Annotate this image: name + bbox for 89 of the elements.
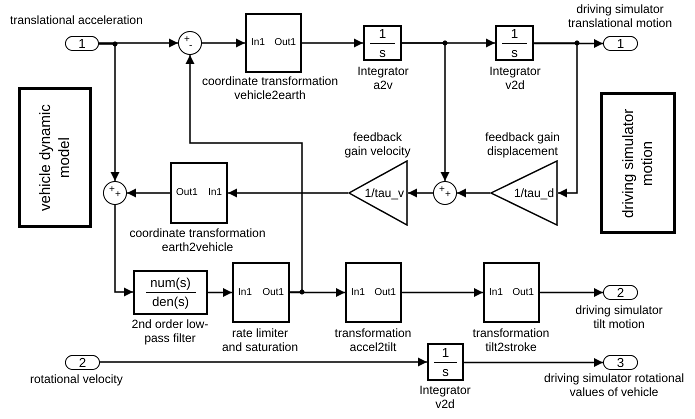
fraction-term: 1 <box>510 26 518 40</box>
sign-label: - <box>189 41 192 51</box>
annotation-text: vehicle dynamic model <box>36 103 74 213</box>
fraction-term: den(s) <box>152 295 189 309</box>
fraction-term: s <box>379 46 386 60</box>
fraction-term: 1 <box>442 346 450 360</box>
signal-arrow <box>202 38 245 48</box>
sign-label: + <box>184 35 190 45</box>
block-caption: transformation tilt2stroke <box>472 326 550 354</box>
port-label: Out1 <box>176 187 198 199</box>
signal-arrow <box>114 205 133 296</box>
signal-arrow <box>534 39 603 48</box>
block-caption: feedback gain velocity <box>343 130 412 158</box>
block-caption: coordinate transformation vehicle2earth <box>200 74 340 102</box>
gain-block <box>348 160 408 226</box>
fraction-term: s <box>442 364 449 378</box>
port-number: 1 <box>78 37 86 50</box>
signal-arrow <box>540 288 603 297</box>
signal-arrow <box>408 188 433 198</box>
sign-label: + <box>439 185 445 195</box>
port-block <box>65 355 100 370</box>
sign-label: + <box>109 185 115 195</box>
sign-label: + <box>445 190 451 200</box>
port-block <box>65 36 99 51</box>
transfer-block <box>133 270 208 315</box>
gain-value: 1/tau_d <box>514 186 554 200</box>
subsystem-block <box>345 262 402 323</box>
annotation-box <box>18 87 92 228</box>
sum-junction <box>178 31 202 55</box>
signal-arrow <box>99 43 120 181</box>
block-caption: Integrator a2v <box>356 64 410 92</box>
gain-value: 1/tau_v <box>364 186 404 200</box>
annotation-text: driving simulator motion <box>619 107 657 220</box>
port-label: In1 <box>208 187 222 199</box>
signal-arrow <box>99 38 178 48</box>
subsystem-block <box>170 162 228 224</box>
signal-arrow <box>402 288 483 297</box>
port-number: 1 <box>616 37 624 50</box>
port-block <box>603 285 638 300</box>
signal-arrow <box>228 188 348 198</box>
port-label: Out1 <box>274 37 296 49</box>
block-caption: rotational velocity <box>30 372 124 386</box>
signal-arrow <box>534 42 578 198</box>
transfer-block <box>363 25 402 61</box>
block-caption: Integrator v2d <box>488 64 542 92</box>
transfer-block <box>427 343 464 381</box>
port-label: In1 <box>251 37 265 49</box>
signal-arrow <box>127 188 170 198</box>
signal-arrow <box>457 188 490 198</box>
sum-junction <box>433 181 457 205</box>
port-label: In1 <box>238 286 252 298</box>
fraction-term: num(s) <box>150 276 191 290</box>
signal-arrow <box>402 42 450 181</box>
port-number: 2 <box>78 356 86 369</box>
annotation-box <box>600 92 676 234</box>
signal-arrow <box>208 288 232 297</box>
port-label: In1 <box>351 286 365 298</box>
block-caption: driving simulator translational motion <box>566 2 674 30</box>
block-caption: driving simulator tilt motion <box>574 303 664 331</box>
block-caption: transformation accel2tilt <box>334 326 412 354</box>
fraction-term: 1 <box>378 26 386 40</box>
fraction-term: s <box>511 46 518 60</box>
port-label: Out1 <box>512 286 534 298</box>
block-caption: coordinate transformation earth2vehicle <box>128 226 267 254</box>
port-number: 2 <box>616 286 624 299</box>
port-block <box>603 36 638 51</box>
transfer-block <box>495 25 534 61</box>
sign-label: + <box>115 190 121 200</box>
block-caption: feedback gain displacement <box>484 130 561 158</box>
block-caption: Integrator v2d <box>418 383 472 411</box>
block-caption: driving simulator rotational values of vehicle <box>542 371 686 399</box>
signal-arrow <box>464 358 603 367</box>
subsystem-block <box>232 262 290 323</box>
signal-arrow <box>290 288 345 297</box>
signal-arrow <box>302 38 363 48</box>
port-label: Out1 <box>374 286 396 298</box>
gain-block <box>490 160 558 226</box>
signal-arrow <box>186 55 303 293</box>
block-caption: 2nd order low-pass filter <box>130 317 210 345</box>
port-label: Out1 <box>262 286 284 298</box>
port-block <box>603 355 638 370</box>
signal-arrow <box>100 358 427 366</box>
subsystem-block <box>483 262 540 323</box>
port-label: In1 <box>489 286 503 298</box>
subsystem-block <box>245 13 302 73</box>
port-number: 3 <box>616 356 624 369</box>
block-caption: translational acceleration <box>10 13 144 27</box>
sum-junction <box>103 181 127 205</box>
block-caption: rate limiter and saturation <box>220 326 300 354</box>
